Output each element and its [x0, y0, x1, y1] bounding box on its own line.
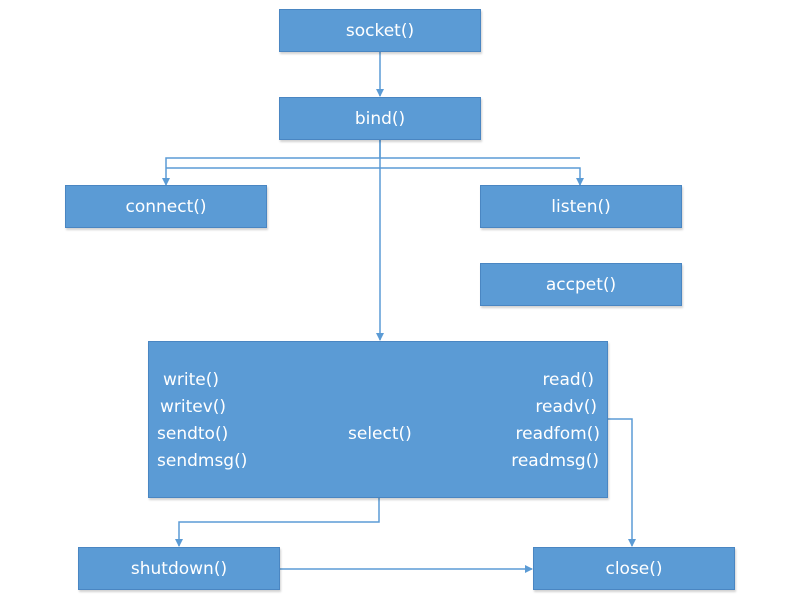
readv-label: readv()	[535, 397, 597, 417]
bind-label: bind()	[354, 108, 406, 129]
accept-box: accpet()	[480, 263, 682, 306]
listen-label: listen()	[551, 196, 611, 217]
readmsg-label: readmsg()	[511, 451, 599, 471]
arrow-io-to-close	[608, 418, 636, 547]
socket-box: socket()	[279, 9, 481, 52]
bind-box: bind()	[279, 97, 481, 140]
arrow-bind-to-connect	[162, 140, 381, 186]
close-label: close()	[605, 558, 663, 579]
sendmsg-label: sendmsg()	[157, 451, 248, 471]
close-box: close()	[533, 547, 735, 590]
shutdown-label: shutdown()	[130, 558, 228, 579]
write-label: write()	[163, 370, 220, 390]
sendto-label: sendto()	[157, 424, 229, 444]
listen-box: listen()	[480, 185, 682, 228]
writev-label: writev()	[160, 397, 227, 417]
select-label: select()	[348, 424, 412, 444]
socket-label: socket()	[345, 20, 415, 41]
arrow-io-to-shutdown	[175, 497, 380, 547]
accept-label: accpet()	[545, 274, 617, 295]
connect-box: connect()	[65, 185, 267, 228]
shutdown-box: shutdown()	[78, 547, 280, 590]
arrow-bind-to-listen	[379, 140, 584, 186]
connect-label: connect()	[125, 196, 207, 217]
readfom-label: readfom()	[515, 424, 601, 444]
read-label: read()	[542, 370, 594, 390]
io-box	[148, 341, 608, 498]
